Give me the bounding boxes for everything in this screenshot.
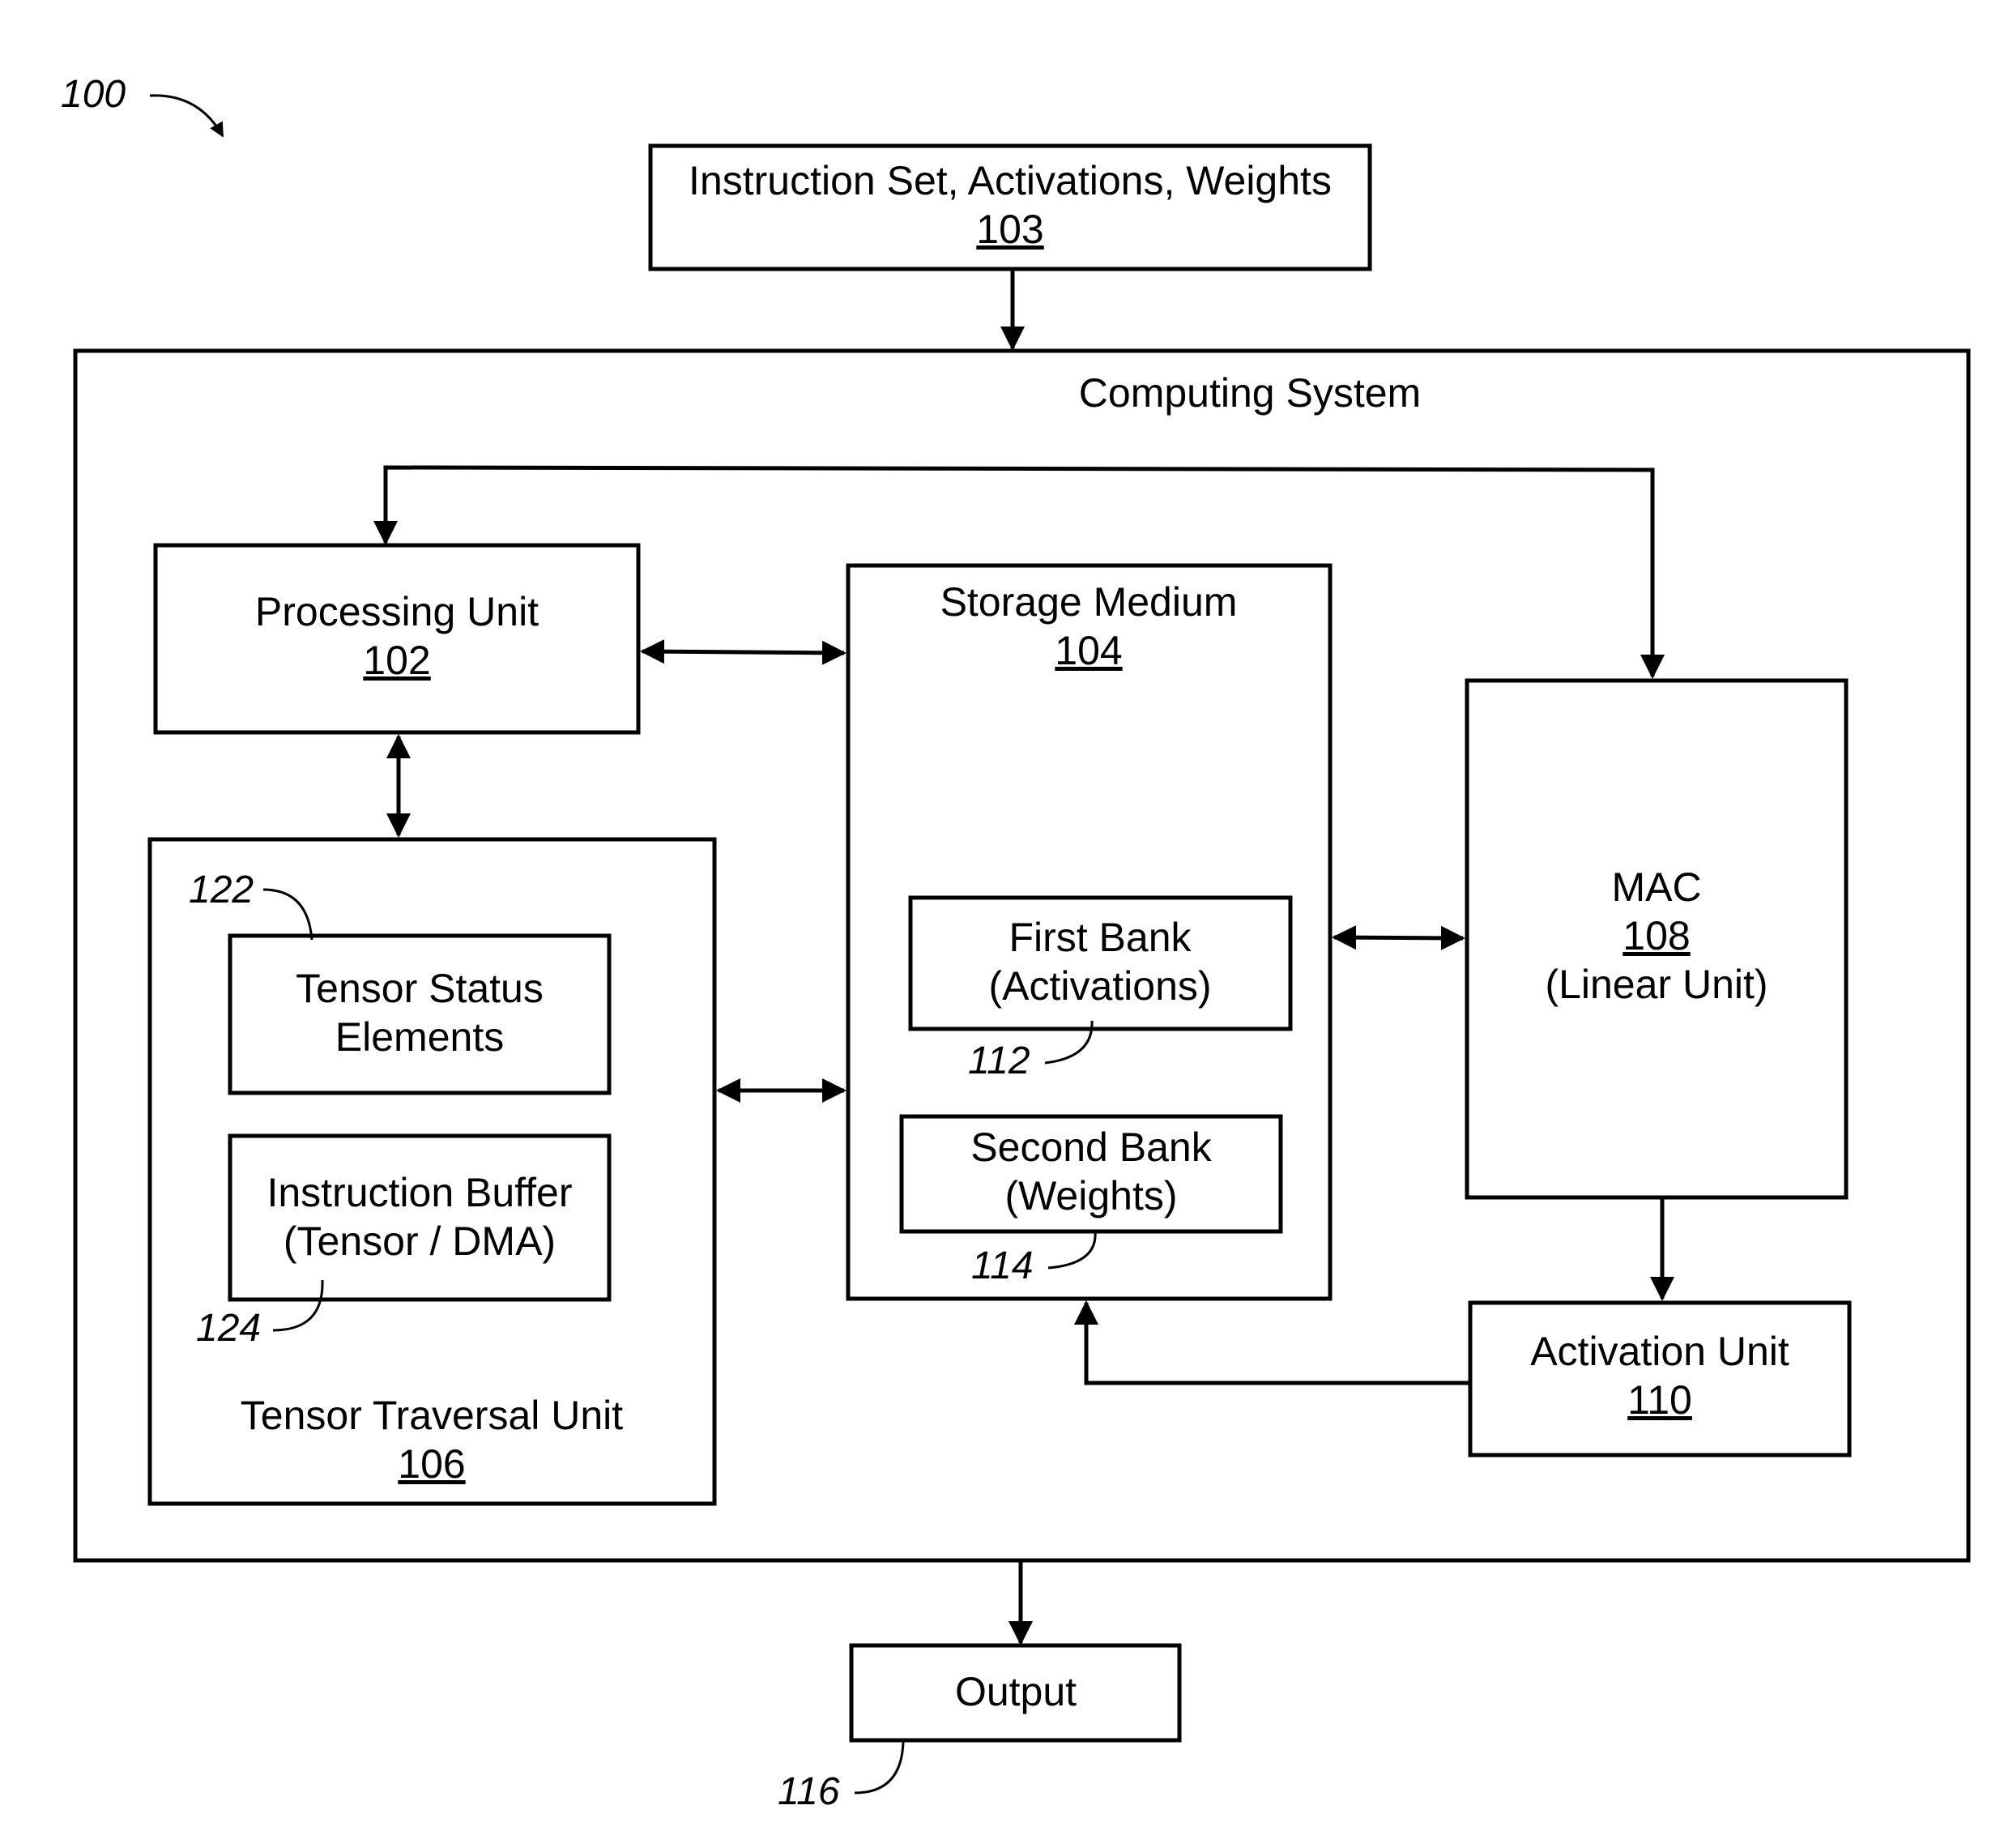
first-bank-sublabel: (Activations) [988,963,1211,1009]
arrow-processing-storage [642,651,844,653]
tensor-status-ref: 122 [189,869,254,911]
first-bank-label: First Bank [1009,915,1192,960]
activation-unit-label: Activation Unit [1530,1329,1789,1374]
computing-system-label: Computing System [1079,370,1421,416]
second-bank-label: Second Bank [970,1125,1212,1170]
mac-sublabel: (Linear Unit) [1545,962,1768,1007]
mac-number: 108 [1623,913,1690,958]
second-bank-sublabel: (Weights) [1004,1173,1177,1218]
output-leader [855,1742,903,1793]
tensor-traversal-unit-label: Tensor Traversal Unit [241,1393,623,1438]
processing-unit-number: 102 [363,638,430,683]
storage-medium-label: Storage Medium [940,579,1238,625]
instruction-buffer-ref: 124 [196,1307,261,1350]
output-ref: 116 [778,1770,840,1813]
second-bank-ref: 114 [971,1244,1034,1287]
figure-ref-arrow [150,96,223,136]
tensor-status-label: Tensor Status [296,966,544,1011]
processing-unit-label: Processing Unit [255,589,539,634]
instruction-buffer-box [230,1136,609,1300]
instruction-buffer-label: Instruction Buffer [267,1170,572,1215]
input-label: Instruction Set, Activations, Weights [689,158,1332,203]
tensor-status-sublabel: Elements [335,1014,504,1060]
figure-ref-label: 100 [61,73,126,116]
first-bank-ref: 112 [968,1039,1030,1082]
arrow-storage-mac [1334,937,1463,938]
instruction-buffer-sublabel: (Tensor / DMA) [284,1218,556,1264]
input-number: 103 [976,207,1043,252]
output-label: Output [955,1669,1077,1714]
tensor-traversal-unit-number: 106 [398,1441,465,1487]
mac-label: MAC [1611,864,1701,910]
storage-medium-number: 104 [1055,628,1122,673]
activation-unit-number: 110 [1627,1377,1692,1423]
